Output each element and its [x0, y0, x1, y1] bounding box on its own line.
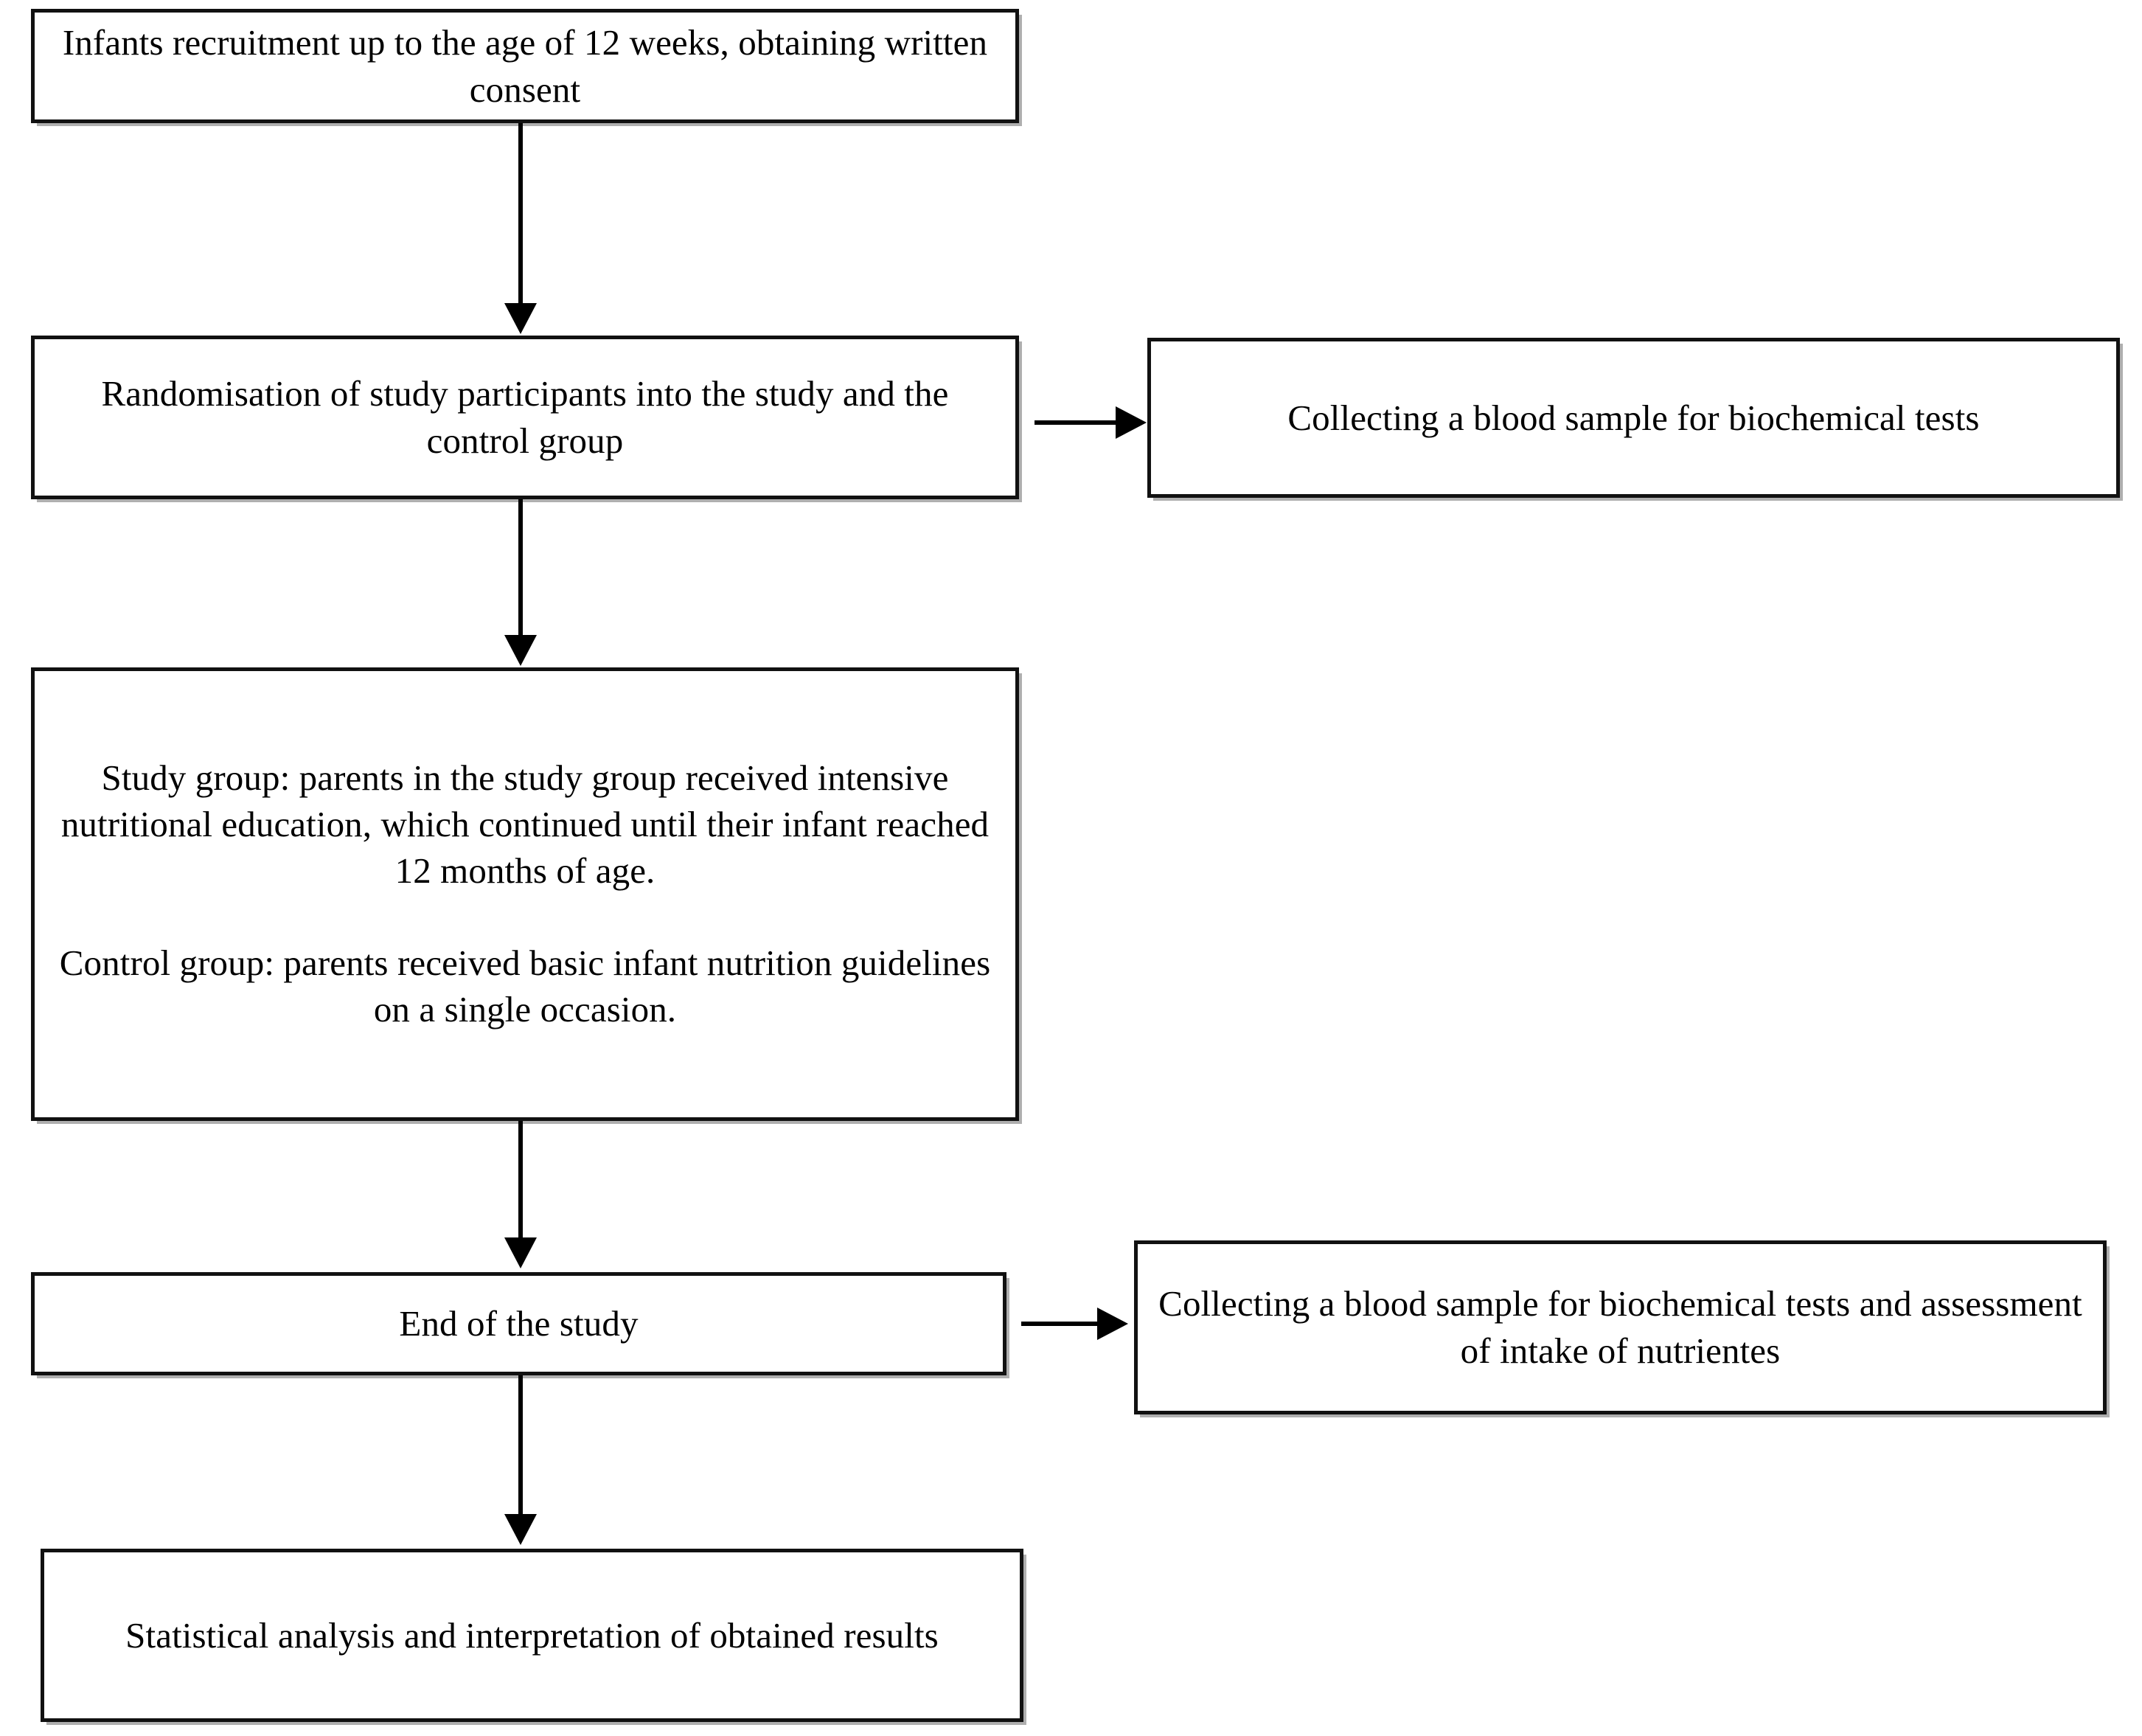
- flow-node-blood-sample-final-label: Collecting a blood sample for biochemica…: [1158, 1283, 2082, 1371]
- arrowhead-intervention-to-end: [504, 1237, 537, 1268]
- flow-node-recruitment-label: Infants recruitment up to the age of 12 …: [62, 21, 988, 110]
- flow-node-randomisation: Randomisation of study participants into…: [31, 336, 1019, 499]
- arrowhead-recruitment-to-randomisation: [504, 303, 537, 334]
- flow-node-end-of-study: End of the study: [31, 1272, 1006, 1375]
- connector-end-to-blood-final: [1021, 1322, 1102, 1326]
- flow-node-blood-sample-baseline-label: Collecting a blood sample for biochemica…: [1287, 397, 1980, 438]
- flow-node-recruitment: Infants recruitment up to the age of 12 …: [31, 9, 1019, 123]
- connector-end-to-analysis: [518, 1375, 523, 1518]
- connector-recruitment-to-randomisation: [518, 123, 523, 308]
- flow-node-end-of-study-label: End of the study: [399, 1303, 639, 1344]
- flow-node-blood-sample-final: Collecting a blood sample for biochemica…: [1134, 1240, 2107, 1414]
- connector-intervention-to-end: [518, 1121, 523, 1241]
- arrowhead-end-to-analysis: [504, 1514, 537, 1545]
- flow-node-intervention: Study group: parents in the study group …: [31, 667, 1019, 1121]
- connector-randomisation-to-intervention: [518, 499, 523, 639]
- flow-node-analysis: Statistical analysis and interpretation …: [41, 1549, 1023, 1722]
- connector-randomisation-to-blood-baseline: [1035, 420, 1122, 425]
- arrowhead-end-to-blood-final: [1097, 1308, 1128, 1340]
- arrowhead-randomisation-to-intervention: [504, 635, 537, 666]
- arrowhead-randomisation-to-blood-baseline: [1116, 406, 1147, 439]
- flow-node-blood-sample-baseline: Collecting a blood sample for biochemica…: [1147, 338, 2120, 498]
- flow-node-randomisation-label: Randomisation of study participants into…: [101, 373, 949, 461]
- flow-node-analysis-label: Statistical analysis and interpretation …: [125, 1614, 939, 1656]
- flow-node-intervention-label: Study group: parents in the study group …: [59, 757, 991, 1030]
